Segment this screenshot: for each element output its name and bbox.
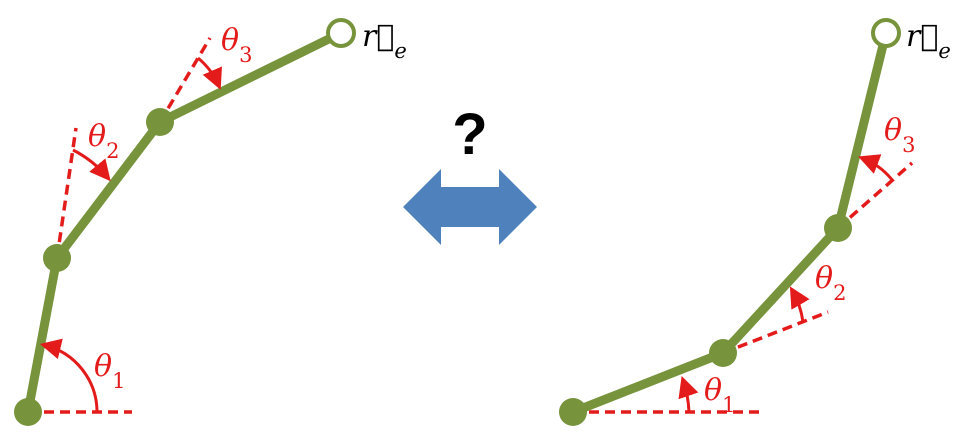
right-theta2-arc — [789, 286, 810, 323]
left-theta1-arc — [39, 338, 99, 413]
right-theta1-arc — [678, 376, 699, 413]
left-joint-3 — [146, 108, 174, 136]
left-base-joint — [14, 398, 42, 426]
right-joint-2 — [709, 339, 737, 367]
left-theta2-label: θ2 — [88, 119, 119, 163]
left-joint-2 — [43, 244, 71, 272]
right-theta2-label: θ2 — [815, 261, 846, 305]
left-theta3-arc — [197, 56, 222, 90]
right-base-joint — [559, 398, 587, 426]
right-link-3 — [833, 28, 891, 233]
right-theta3-arc — [858, 154, 895, 182]
left-arm: θ1 θ2 θ3 r⃗e — [14, 18, 407, 426]
right-link-1 — [568, 348, 728, 417]
right-arm: θ1 θ2 θ3 r⃗e — [559, 18, 951, 426]
right-end-effector — [871, 18, 901, 48]
right-end-effector-label: r⃗e — [906, 19, 951, 63]
left-link-2 — [52, 117, 165, 263]
left-theta1-label: θ1 — [94, 349, 125, 393]
left-end-effector-label: r⃗e — [362, 19, 407, 63]
right-joint-3 — [824, 214, 852, 242]
question-mark: ? — [452, 102, 487, 167]
left-reference-line-3 — [158, 37, 212, 123]
right-reference-line-3 — [836, 161, 914, 230]
left-reference-line-2 — [55, 127, 78, 259]
right-link-2 — [718, 223, 843, 358]
left-theta3-label: θ3 — [221, 23, 252, 67]
left-link-1 — [23, 253, 62, 417]
right-theta1-label: θ1 — [704, 373, 735, 417]
left-theta2-arc — [72, 148, 111, 182]
right-theta3-label: θ3 — [884, 113, 915, 157]
double-arrow-icon — [403, 169, 537, 245]
left-link-3 — [155, 28, 346, 127]
left-end-effector — [326, 18, 356, 48]
right-reference-line-2 — [722, 310, 829, 355]
